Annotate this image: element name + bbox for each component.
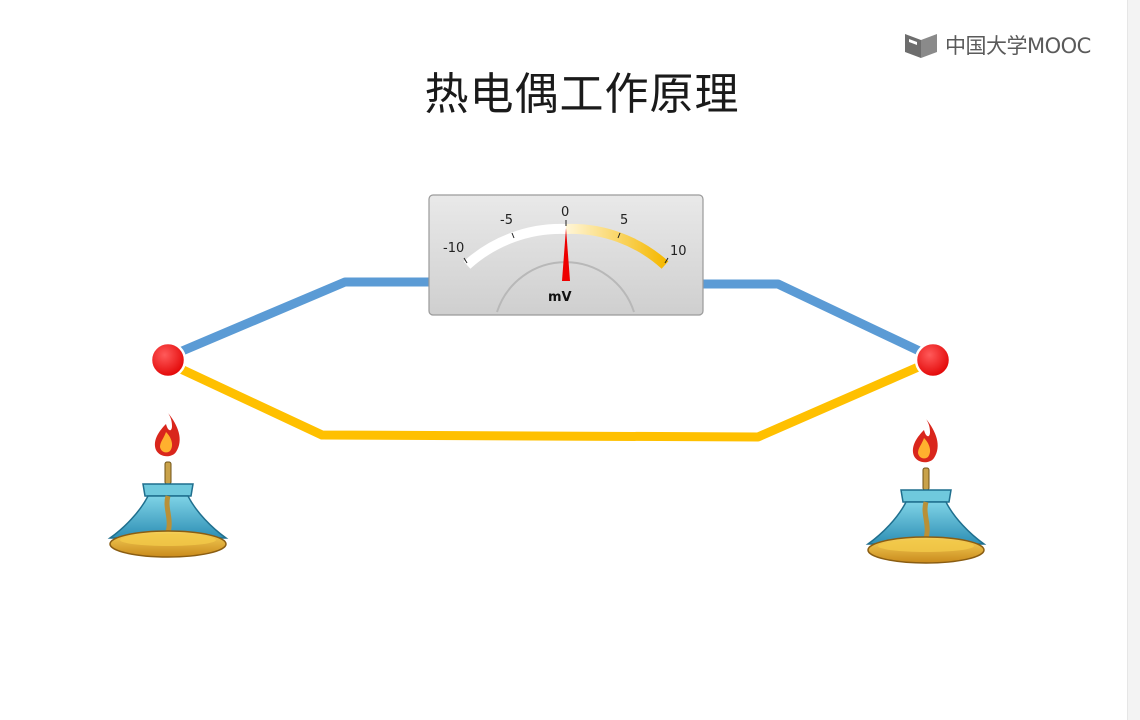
tick-label-0: 0 bbox=[561, 205, 569, 220]
tick-label-neg5: -5 bbox=[500, 213, 513, 228]
right-alcohol-lamp-icon bbox=[865, 419, 987, 564]
meter-unit-label: mV bbox=[548, 290, 572, 305]
page-title: 热电偶工作原理 bbox=[424, 69, 740, 120]
scale-cold-arc bbox=[463, 223, 567, 269]
left-alcohol-lamp-icon bbox=[107, 413, 229, 558]
upper-wire bbox=[166, 277, 432, 362]
millivolt-meter: -10 -5 0 5 10 mV bbox=[428, 194, 704, 316]
logo-text: 中国大学MOOC bbox=[945, 34, 1091, 58]
upper-wire-right bbox=[700, 279, 934, 362]
lower-wire bbox=[166, 356, 934, 442]
meter-needle bbox=[562, 228, 570, 281]
tick-label-neg10: -10 bbox=[443, 241, 464, 256]
tick-label-10: 10 bbox=[670, 244, 687, 259]
left-junction bbox=[149, 341, 187, 379]
right-junction bbox=[914, 341, 952, 379]
scale-hot-arc bbox=[565, 223, 669, 269]
mooc-logo: 中国大学MOOC bbox=[903, 29, 1091, 61]
tick-label-5: 5 bbox=[620, 213, 628, 228]
mooc-logo-icon bbox=[905, 34, 937, 58]
window-edge bbox=[1127, 0, 1140, 720]
